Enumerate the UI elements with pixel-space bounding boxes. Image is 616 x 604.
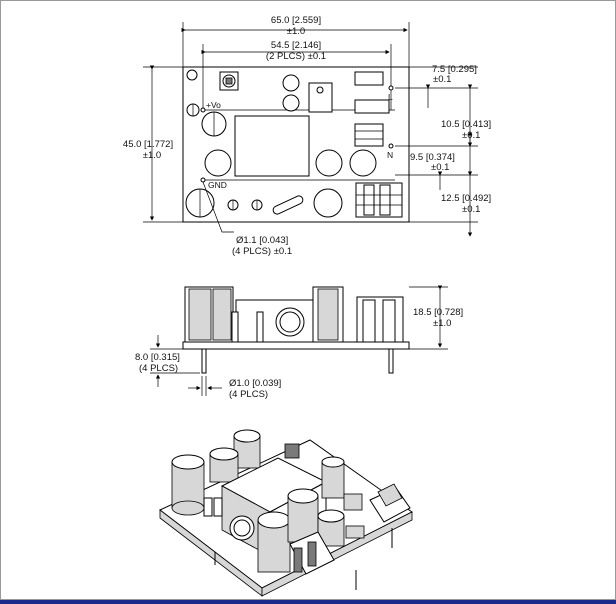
common-mode-choke — [355, 182, 403, 218]
dim-b-tol: ±0.1 — [462, 130, 480, 141]
mounting-hole — [186, 69, 198, 81]
dim-c-tol: ±0.1 — [431, 162, 449, 173]
side-pin-diameter-label: Ø1.0 [0.039] — [229, 378, 281, 389]
dim-c-label: 9.5 [0.374] — [410, 152, 455, 163]
hole-spacing-tol: (2 PLCS) ±0.1 — [266, 51, 326, 62]
iso-capacitor — [171, 454, 205, 516]
ic-chip — [308, 82, 333, 113]
overall-width-label: 65.0 [2.559] — [271, 15, 321, 26]
pin-n — [388, 143, 394, 149]
pin-diameter-leader — [202, 181, 234, 233]
board-outline — [182, 66, 410, 223]
height-label: 45.0 [1.772] — [123, 139, 173, 150]
side-height-tol: ±1.0 — [433, 318, 451, 329]
bottom-border — [0, 600, 616, 604]
pin-vo — [200, 107, 206, 113]
pin-diameter-label: Ø1.1 [0.043] — [236, 235, 288, 246]
pin-left — [201, 348, 207, 374]
side-height-label: 18.5 [0.728] — [413, 307, 463, 318]
pin-length-label: 8.0 [0.315] — [135, 352, 180, 363]
label-n: N — [387, 150, 393, 160]
top-view: 65.0 [2.559] ±1.0 54.5 [2.146] (2 PLCS) … — [123, 15, 491, 257]
pin-gnd — [200, 177, 206, 183]
dim-a-label: 7.5 [0.295] — [432, 64, 477, 75]
label-l: L — [388, 92, 393, 102]
pin-length-qty: (4 PLCS) — [139, 363, 178, 374]
side-board — [182, 341, 410, 350]
side-pin-diameter-qty: (4 PLCS) — [229, 389, 268, 400]
iso-choke — [289, 531, 335, 575]
dim-d-label: 12.5 [0.492] — [441, 193, 491, 204]
dim-b-label: 10.5 [0.413] — [441, 119, 491, 130]
side-view: 18.5 [0.728] ±1.0 8.0 [0.315] (4 PLCS) Ø… — [135, 285, 463, 400]
overall-width-tol: ±1.0 — [287, 26, 305, 37]
transformer — [234, 115, 310, 177]
isometric-view — [159, 429, 413, 597]
hole-spacing-label: 54.5 [2.146] — [271, 40, 321, 51]
label-vo: +Vo — [206, 100, 221, 110]
dim-d-tol: ±0.1 — [462, 204, 480, 215]
bridge-rectifier — [354, 123, 384, 147]
dim-a-tol: ±0.1 — [433, 74, 451, 85]
pin-l — [388, 85, 394, 91]
height-tol: ±1.0 — [143, 150, 161, 161]
label-gnd: GND — [208, 180, 227, 190]
pin-right — [388, 348, 394, 374]
pin-diameter-tol: (4 PLCS) ±0.1 — [232, 246, 292, 257]
